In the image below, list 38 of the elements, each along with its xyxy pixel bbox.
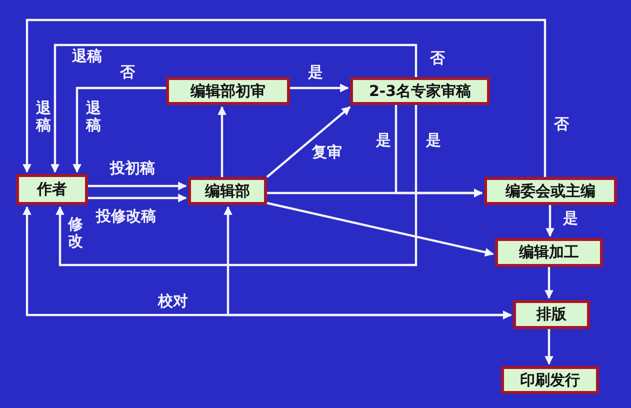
process-box: 2-3名专家审稿 — [350, 77, 490, 105]
process-box: 作者 — [16, 174, 88, 205]
edge-label: 复审 — [312, 144, 342, 160]
arrow — [544, 267, 554, 299]
edge-label: 否 — [554, 116, 569, 132]
process-box: 编辑加工 — [495, 238, 603, 267]
arrow — [290, 84, 349, 92]
arrow — [88, 194, 187, 202]
text-label: 退稿 — [72, 48, 102, 64]
process-box: 编辑部 — [188, 177, 267, 205]
edge-label: 否 — [430, 50, 445, 66]
arrow — [88, 182, 187, 190]
edge-label: 是 — [563, 210, 578, 226]
arrow — [218, 106, 226, 177]
arrow — [50, 44, 418, 173]
edge-label: 校对 — [158, 293, 188, 310]
arrow — [546, 205, 554, 237]
process-box: 编辑部初审 — [166, 77, 290, 105]
edge-label: 是 — [426, 132, 441, 148]
arrow — [267, 188, 483, 198]
arrow — [224, 206, 512, 320]
edge-label: 投修改稿 — [96, 208, 156, 224]
edge-label: 否 — [120, 64, 135, 80]
process-box: 印刷发行 — [501, 366, 599, 394]
text-label: 退稿 — [86, 100, 101, 134]
arrow — [266, 106, 351, 178]
arrow — [72, 86, 166, 173]
process-box: 排版 — [513, 300, 590, 329]
arrow — [22, 18, 546, 177]
process-box: 编委会或主编 — [484, 177, 617, 205]
arrow — [266, 202, 494, 257]
edge-label: 是 — [308, 64, 323, 80]
arrow — [544, 329, 554, 365]
arrow — [56, 105, 418, 266]
edge-label: 投初稿 — [110, 160, 155, 176]
text-label: 退稿 — [36, 100, 51, 134]
text-label: 修改 — [68, 216, 83, 250]
edge-label: 是 — [376, 132, 391, 148]
